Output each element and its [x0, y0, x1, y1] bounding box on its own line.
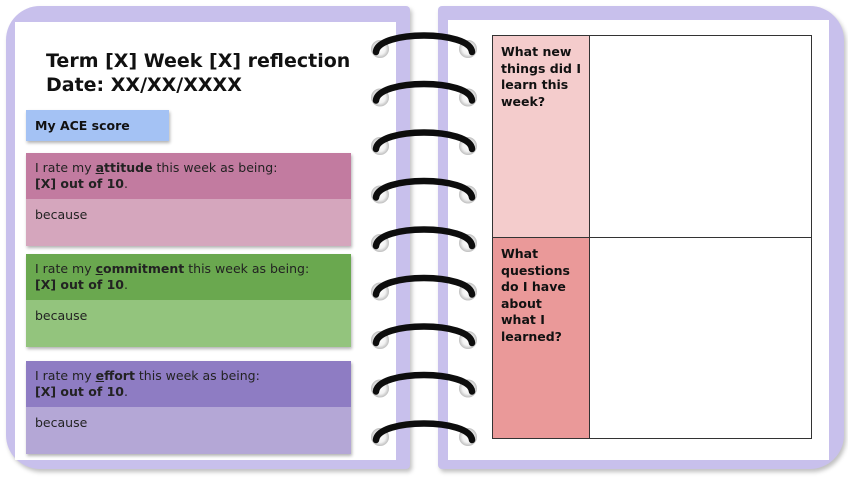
- rating-prefix: I rate my: [35, 261, 96, 276]
- title-line: Term [X] Week [X] reflection: [46, 50, 351, 72]
- date-line: Date: XX/XX/XXXX: [46, 74, 242, 96]
- attitude-rating-card: I rate my attitude this week as being: […: [26, 153, 351, 246]
- effort-rating-header[interactable]: I rate my effort this week as being: [X]…: [26, 361, 351, 407]
- spiral-ring-icon: [371, 32, 477, 58]
- rating-period: .: [124, 384, 128, 399]
- binding-wire-icon: [372, 323, 476, 347]
- spiral-ring-icon: [371, 371, 477, 398]
- rating-score: [X] out of 10: [35, 277, 125, 292]
- binding-wire-icon: [372, 129, 476, 153]
- spiral-ring-icon: [371, 129, 477, 155]
- rating-prefix: I rate my: [35, 368, 96, 383]
- binding-wire-icon: [372, 420, 476, 444]
- rating-keyword: ommitment: [103, 261, 185, 276]
- spiral-ring-icon: [371, 323, 477, 349]
- reflection-row: What questions do I have about what I le…: [493, 238, 811, 438]
- effort-rating-card: I rate my effort this week as being: [X]…: [26, 361, 351, 454]
- question-open-questions: What questions do I have about what I le…: [493, 238, 590, 438]
- rating-initial: a: [95, 160, 105, 175]
- attitude-because-field[interactable]: because: [26, 199, 351, 246]
- commitment-rating-card: I rate my commitment this week as being:…: [26, 254, 351, 347]
- rating-score: [X] out of 10: [35, 176, 125, 191]
- binding-wire-icon: [372, 226, 476, 250]
- rating-keyword: ttitude: [104, 160, 153, 175]
- binding-wire-icon: [372, 274, 476, 298]
- rating-suffix: this week as being:: [184, 261, 310, 276]
- attitude-rating-header[interactable]: I rate my attitude this week as being: […: [26, 153, 351, 199]
- spiral-binding: [371, 32, 477, 446]
- rating-initial: c: [95, 261, 103, 276]
- ace-score-badge: My ACE score: [26, 110, 169, 141]
- rating-score: [X] out of 10: [35, 384, 125, 399]
- rating-initial: e: [95, 368, 105, 383]
- question-new-learning: What new things did I learn this week?: [493, 36, 590, 237]
- rating-keyword: ffort: [104, 368, 135, 383]
- page-title: Term [X] Week [X] reflection Date: XX/XX…: [46, 49, 350, 97]
- reflection-row: What new things did I learn this week?: [493, 36, 811, 238]
- spiral-ring-icon: [371, 274, 477, 301]
- rating-suffix: this week as being:: [134, 368, 260, 383]
- answer-open-questions[interactable]: [590, 238, 811, 438]
- rating-prefix: I rate my: [35, 160, 96, 175]
- reflection-table: What new things did I learn this week? W…: [492, 35, 812, 439]
- binding-wire-icon: [372, 32, 476, 56]
- binding-wire-icon: [372, 80, 476, 104]
- commitment-rating-header[interactable]: I rate my commitment this week as being:…: [26, 254, 351, 300]
- binding-wire-icon: [372, 371, 476, 395]
- spiral-ring-icon: [371, 226, 477, 252]
- rating-period: .: [124, 176, 128, 191]
- rating-suffix: this week as being:: [152, 160, 278, 175]
- rating-period: .: [124, 277, 128, 292]
- binding-wire-icon: [372, 177, 476, 201]
- effort-because-field[interactable]: because: [26, 407, 351, 454]
- spiral-ring-icon: [371, 177, 477, 204]
- commitment-because-field[interactable]: because: [26, 300, 351, 347]
- spiral-ring-icon: [371, 80, 477, 107]
- spiral-ring-icon: [371, 420, 477, 446]
- answer-new-learning[interactable]: [590, 36, 811, 237]
